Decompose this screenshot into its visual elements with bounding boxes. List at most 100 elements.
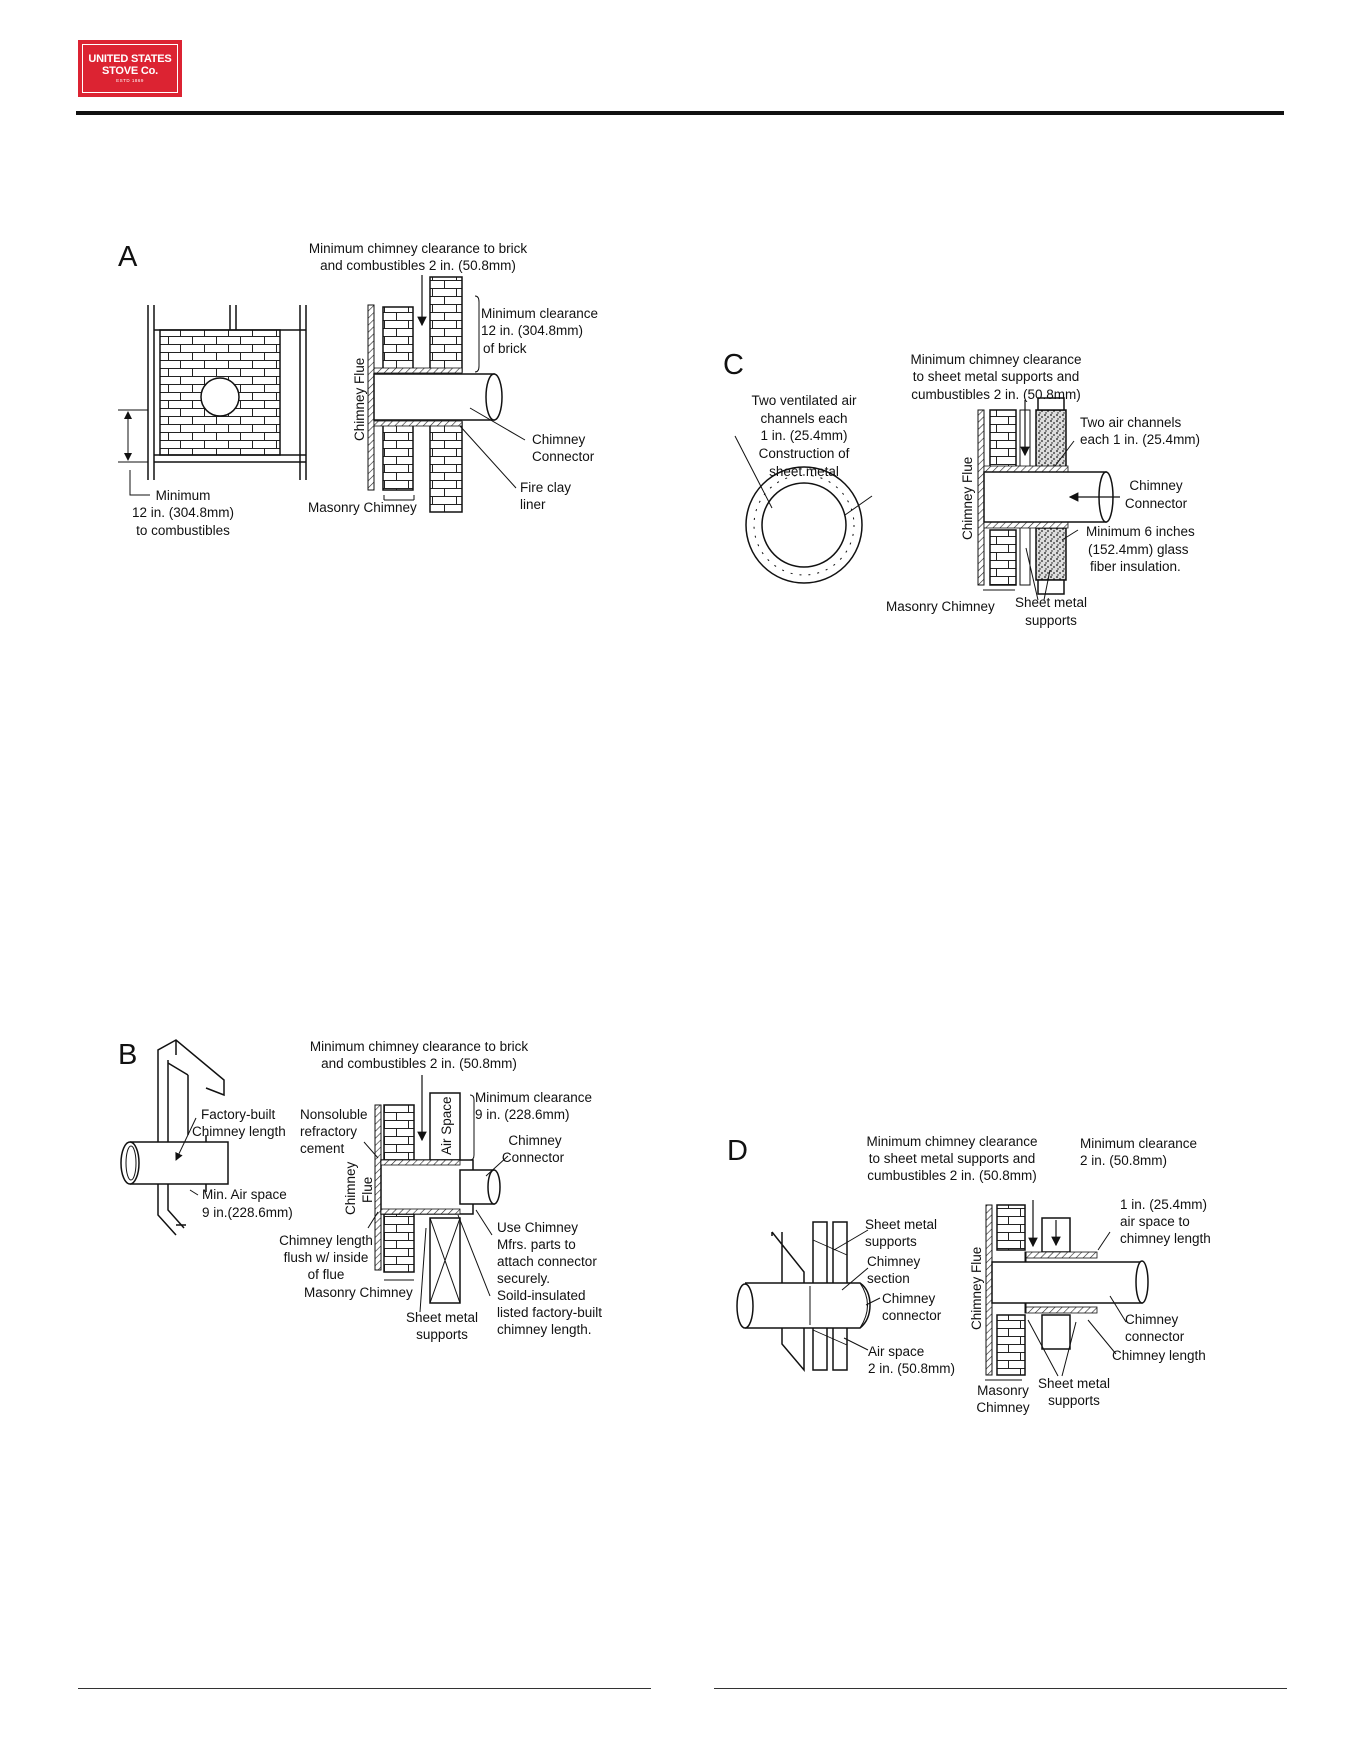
a-brick-clearance-2: 12 in. (304.8mm) — [481, 323, 583, 338]
c-top-clearance-3: cumbustibles 2 in. (50.8mm) — [911, 387, 1081, 402]
b-solid-3: chimney length. — [497, 1322, 592, 1337]
d-connector-left-1: Chimney — [882, 1291, 936, 1306]
b-top-clearance-1: Minimum chimney clearance to brick — [310, 1039, 529, 1054]
d-section-1: Chimney — [867, 1254, 921, 1269]
b-top-clearance-2: and combustibles 2 in. (50.8mm) — [321, 1056, 517, 1071]
footer-rule-left — [78, 1688, 651, 1689]
figure-c-ring — [734, 435, 873, 584]
d-min-clearance-1: Minimum clearance — [1080, 1136, 1197, 1151]
b-solid-2: listed factory-built — [497, 1305, 602, 1320]
figure-b-letter: B — [118, 1039, 137, 1071]
a-combustibles-1: Minimum — [156, 488, 211, 503]
d-chimney-length: Chimney length — [1112, 1348, 1206, 1363]
d-air-space-1: Air space — [868, 1344, 924, 1359]
b-chimney-flue-2: Flue — [360, 1177, 375, 1203]
b-nonsoluble-1: Nonsoluble — [300, 1107, 368, 1122]
b-nonsoluble-3: cement — [300, 1141, 345, 1156]
b-chimney-flue-1: Chimney — [343, 1161, 358, 1215]
a-connector-2: Connector — [532, 449, 595, 464]
figure-c: C — [723, 349, 1200, 628]
b-factory-built-2: Chimney length — [192, 1124, 286, 1139]
b-nonsoluble-2: refractory — [300, 1124, 357, 1139]
a-brick-clearance-3: of brick — [483, 341, 527, 356]
brand-line-1: UNITED STATES — [88, 52, 172, 65]
c-ventilated-3: 1 in. (25.4mm) — [760, 428, 847, 443]
b-solid-1: Soild-insulated — [497, 1288, 586, 1303]
d-top-clearance-2: to sheet metal supports and — [869, 1151, 1036, 1166]
b-use-parts-2: Mfrs. parts to — [497, 1237, 576, 1252]
c-ventilated-4: Construction of — [759, 446, 850, 461]
d-connector-2: connector — [1125, 1329, 1185, 1344]
d-section-2: section — [867, 1271, 910, 1286]
b-masonry: Masonry Chimney — [304, 1285, 413, 1300]
b-min-air-2: 9 in.(228.6mm) — [202, 1205, 293, 1220]
footer-rule-right — [714, 1688, 1287, 1689]
figure-a-section — [367, 275, 526, 513]
d-air-space-2: 2 in. (50.8mm) — [868, 1361, 955, 1376]
figure-a-labels: Minimum chimney clearance to brick and c… — [132, 241, 598, 538]
figure-c-labels: Minimum chimney clearance to sheet metal… — [751, 352, 1200, 628]
d-top-clearance-1: Minimum chimney clearance — [866, 1134, 1037, 1149]
d-chimney-flue: Chimney Flue — [969, 1247, 984, 1330]
b-flush-2: flush w/ inside — [284, 1250, 369, 1265]
c-insulation-2: (152.4mm) glass — [1088, 542, 1189, 557]
c-connector-2: Connector — [1125, 496, 1188, 511]
a-brick-clearance-1: Minimum clearance — [481, 306, 598, 321]
c-ventilated-5: sheet metal — [769, 464, 839, 479]
a-top-clearance-2: and combustibles 2 in. (50.8mm) — [320, 258, 516, 273]
d-masonry-2: Chimney — [976, 1400, 1030, 1415]
c-ventilated-2: channels each — [760, 411, 847, 426]
b-air-space: Air Space — [439, 1096, 454, 1155]
d-air-length-3: chimney length — [1120, 1231, 1211, 1246]
figure-b-pictorial — [120, 1039, 229, 1236]
c-two-channels-1: Two air channels — [1080, 415, 1182, 430]
a-top-clearance-1: Minimum chimney clearance to brick — [309, 241, 528, 256]
a-connector-1: Chimney — [532, 432, 586, 447]
b-use-parts-4: securely. — [497, 1271, 550, 1286]
d-sheet-left-1: Sheet metal — [865, 1217, 937, 1232]
b-brick-clearance-1: Minimum clearance — [475, 1090, 592, 1105]
figure-d: D — [727, 1134, 1211, 1415]
brand-line-2: STOVE Co. — [101, 64, 159, 77]
c-sheet-metal-1: Sheet metal — [1015, 595, 1087, 610]
b-min-air-1: Min. Air space — [202, 1187, 287, 1202]
c-connector-1: Chimney — [1129, 478, 1183, 493]
a-fire-clay-1: Fire clay — [520, 480, 571, 495]
b-connector-2: Connector — [502, 1150, 565, 1165]
c-sheet-metal-2: supports — [1025, 613, 1077, 628]
a-combustibles-2: 12 in. (304.8mm) — [132, 505, 234, 520]
d-connector-left-2: connector — [882, 1308, 942, 1323]
d-sheet-metal-2: supports — [1048, 1393, 1100, 1408]
figure-c-letter: C — [723, 349, 744, 381]
c-two-channels-2: each 1 in. (25.4mm) — [1080, 432, 1200, 447]
figure-a-letter: A — [118, 241, 138, 273]
d-sheet-metal-1: Sheet metal — [1038, 1376, 1110, 1391]
b-sheet-metal-1: Sheet metal — [406, 1310, 478, 1325]
b-use-parts-1: Use Chimney — [497, 1220, 578, 1235]
figure-d-section — [985, 1200, 1149, 1381]
b-flush-1: Chimney length — [279, 1233, 373, 1248]
c-masonry: Masonry Chimney — [886, 599, 995, 614]
d-top-clearance-3: cumbustibles 2 in. (50.8mm) — [867, 1168, 1037, 1183]
b-flush-3: of flue — [308, 1267, 345, 1282]
d-min-clearance-2: 2 in. (50.8mm) — [1080, 1153, 1167, 1168]
b-sheet-metal-2: supports — [416, 1327, 468, 1342]
figure-d-labels: Minimum chimney clearance to sheet metal… — [865, 1134, 1211, 1415]
header-rule — [76, 111, 1284, 115]
c-ventilated-1: Two ventilated air — [751, 393, 857, 408]
c-insulation-1: Minimum 6 inches — [1086, 524, 1195, 539]
c-top-clearance-2: to sheet metal supports and — [913, 369, 1080, 384]
b-brick-clearance-2: 9 in. (228.6mm) — [475, 1107, 570, 1122]
d-masonry-1: Masonry — [977, 1383, 1029, 1398]
c-top-clearance-1: Minimum chimney clearance — [910, 352, 1081, 367]
figure-d-pictorial — [736, 1221, 881, 1373]
c-insulation-3: fiber insulation. — [1090, 559, 1181, 574]
d-connector-1: Chimney — [1125, 1312, 1179, 1327]
b-connector-1: Chimney — [508, 1133, 562, 1148]
b-use-parts-3: attach connector — [497, 1254, 597, 1269]
figure-a-wall-elevation — [118, 305, 307, 496]
a-masonry: Masonry Chimney — [308, 500, 417, 515]
figure-d-letter: D — [727, 1135, 748, 1167]
b-factory-built-1: Factory-built — [201, 1107, 276, 1122]
brand-line-3: ESTD 1869 — [116, 77, 144, 83]
